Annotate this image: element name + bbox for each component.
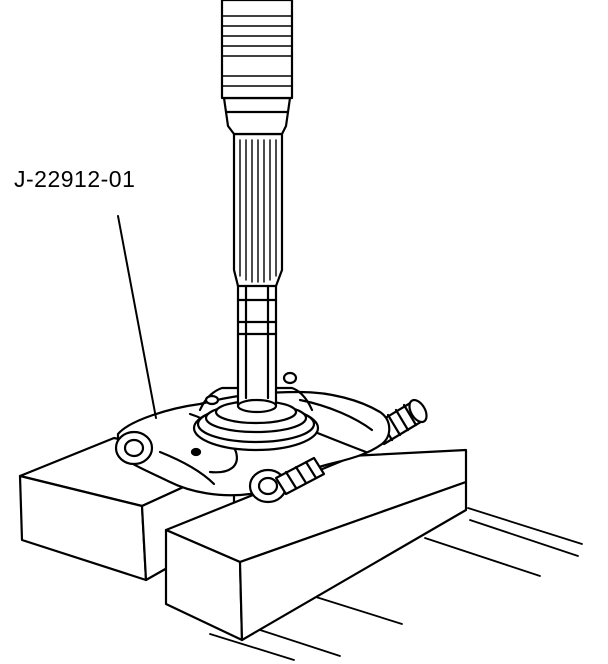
bearing-assembly (192, 371, 320, 452)
front-screw (274, 456, 326, 496)
tool-number-label: J-22912-01 (14, 166, 136, 192)
shaft-spline (232, 132, 284, 288)
callout-leader-line (117, 215, 157, 419)
shaft-lower (236, 274, 278, 414)
shaft-upper (220, 0, 294, 100)
shaft-collar (222, 96, 292, 136)
